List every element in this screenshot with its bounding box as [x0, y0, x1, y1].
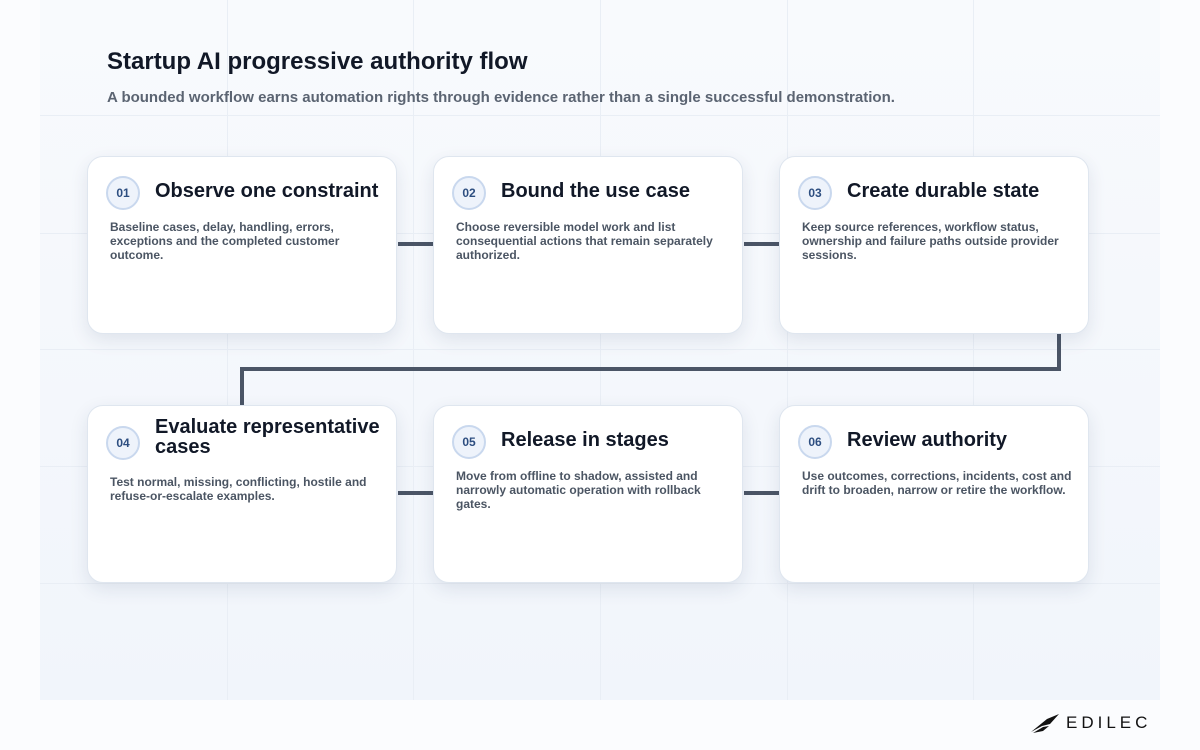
diagram-canvas [40, 0, 1160, 700]
step-title: Evaluate representative cases [155, 416, 380, 458]
step-title: Release in stages [501, 429, 669, 451]
step-card-05: 05 Release in stages Move from offline t… [433, 405, 743, 583]
step-description: Keep source references, workflow status,… [802, 220, 1059, 262]
page-title: Startup AI progressive authority flow [107, 48, 528, 75]
step-description: Test normal, missing, conflicting, hosti… [110, 475, 367, 503]
step-card-03: 03 Create durable state Keep source refe… [779, 156, 1089, 334]
step-card-06: 06 Review authority Use outcomes, correc… [779, 405, 1089, 583]
step-description: Choose reversible model work and list co… [456, 220, 713, 262]
step-number-badge: 01 [106, 176, 140, 210]
step-number-badge: 05 [452, 425, 486, 459]
step-description: Move from offline to shadow, assisted an… [456, 469, 701, 511]
grid-line [973, 0, 974, 700]
step-card-04: 04 Evaluate representative cases Test no… [87, 405, 397, 583]
connector-04-down [240, 367, 244, 405]
page-subtitle: A bounded workflow earns automation righ… [107, 89, 895, 106]
step-description: Baseline cases, delay, handling, errors,… [110, 220, 340, 262]
step-number-badge: 04 [106, 426, 140, 460]
connector-02-03 [744, 242, 779, 246]
edilec-logo-icon [1031, 714, 1059, 733]
step-number-badge: 02 [452, 176, 486, 210]
step-title: Create durable state [847, 180, 1040, 202]
brand-name: EDILEC [1066, 713, 1152, 732]
connector-03-04-horizontal [240, 367, 1061, 371]
step-title: Observe one constraint [155, 180, 379, 202]
connector-01-02 [398, 242, 433, 246]
step-description: Use outcomes, corrections, incidents, co… [802, 469, 1072, 497]
connector-05-06 [744, 491, 779, 495]
grid-line [600, 0, 601, 700]
connector-03-down [1057, 334, 1061, 371]
brand-logo: EDILEC [1030, 710, 1151, 736]
grid-line [227, 0, 228, 700]
step-number-badge: 03 [798, 176, 832, 210]
step-number-badge: 06 [798, 425, 832, 459]
step-title: Review authority [847, 429, 1008, 451]
grid-line [787, 0, 788, 700]
step-title: Bound the use case [501, 180, 690, 202]
connector-04-05 [398, 491, 433, 495]
step-card-01: 01 Observe one constraint Baseline cases… [87, 156, 397, 334]
grid-line [413, 0, 414, 700]
step-card-02: 02 Bound the use case Choose reversible … [433, 156, 743, 334]
